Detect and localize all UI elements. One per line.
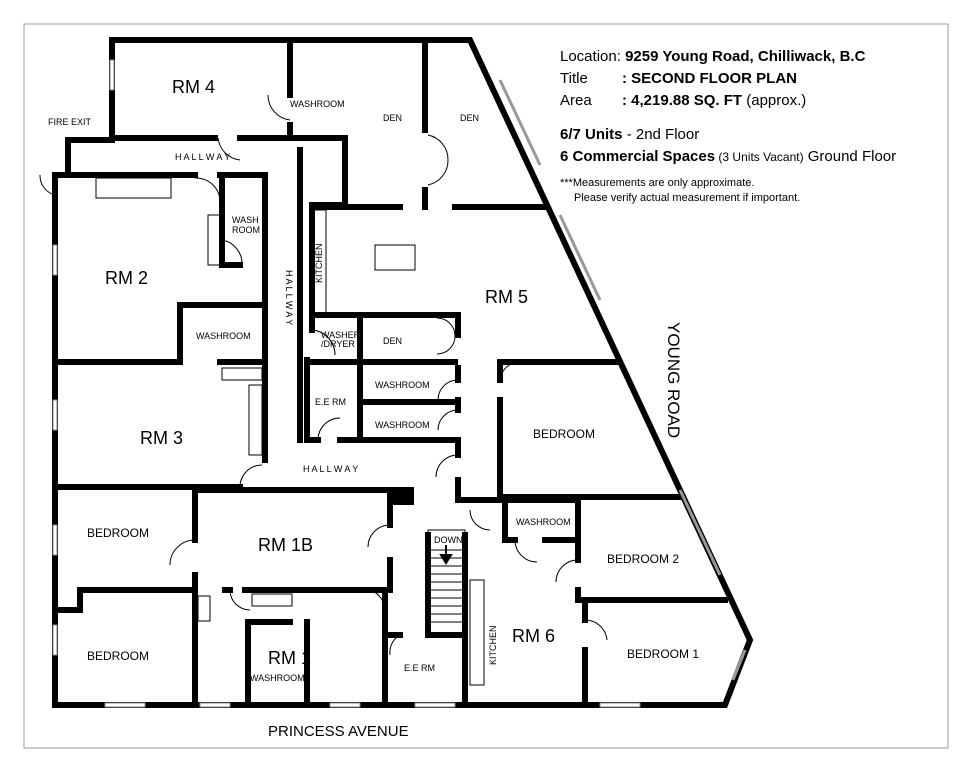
hallway-mid-label: H A L L W A Y <box>303 464 358 474</box>
room-rm6: RM 6 <box>512 626 555 646</box>
location-label: Location: <box>560 48 621 65</box>
room-bedroom-bottom-left: BEDROOM <box>87 649 149 663</box>
room-bedroom-1: BEDROOM 1 <box>627 647 699 661</box>
area-label: Area <box>560 92 592 109</box>
stair-treads <box>430 549 463 623</box>
kitchen-rm6-label: KITCHEN <box>488 625 498 665</box>
windows <box>52 59 747 708</box>
room-den-1: DEN <box>383 113 402 123</box>
title-value: : SECOND FLOOR PLAN <box>622 70 797 87</box>
room-den-2: DEN <box>460 113 479 123</box>
commercial-floor: Ground Floor <box>803 148 897 165</box>
room-den-3: DEN <box>383 336 402 346</box>
page-border <box>23 23 949 749</box>
note-line-1: ***Measurements are only approximate. <box>560 177 755 189</box>
location-value: 9259 Young Road, Chilliwack, B.C <box>625 48 866 65</box>
room-washroom-mid-1: WASHROOM <box>375 380 430 390</box>
washer-label-a: WASHER <box>321 330 361 340</box>
commercial-vacant: (3 Units Vacant) <box>715 150 804 164</box>
area-line: Area : 4,219.88 SQ. FT (approx.) <box>560 90 896 112</box>
title-label: Title <box>560 70 588 87</box>
hallway-vertical-label: H A L L W A Y <box>284 270 294 325</box>
room-washroom-mid-2: WASHROOM <box>375 420 430 430</box>
stairs-down-label: DOWN <box>434 535 463 545</box>
room-rm3: RM 3 <box>140 428 183 448</box>
room-washroom-rm1: WASHROOM <box>250 673 305 683</box>
area-value: : 4,219.88 SQ. FT <box>622 92 743 109</box>
room-rm1: RM 1 <box>268 648 311 668</box>
down-arrow-icon <box>439 545 453 565</box>
room-washroom-top: WASHROOM <box>290 99 345 109</box>
room-washroom-rm6: WASHROOM <box>516 517 571 527</box>
title-line: Title : SECOND FLOOR PLAN <box>560 68 896 90</box>
street-young-road: YOUNG ROAD <box>664 322 683 438</box>
room-washroom-rm2: WASHROOM <box>196 331 251 341</box>
kitchen-rm5-label: KITCHEN <box>314 243 324 283</box>
hallway-top-label: H A L L W A Y <box>175 152 230 162</box>
room-bedroom-left: BEDROOM <box>87 526 149 540</box>
area-suffix: (approx.) <box>746 92 807 109</box>
room-ee-rm-bottom: E.E RM <box>404 663 435 673</box>
fixtures <box>95 177 485 686</box>
room-rm1b: RM 1B <box>258 535 313 555</box>
room-ee-rm-top: E.E RM <box>315 397 346 407</box>
location-line: Location: 9259 Young Road, Chilliwack, B… <box>560 46 896 68</box>
room-rm2: RM 2 <box>105 268 148 288</box>
room-labels: RM 4 WASHROOM DEN DEN FIRE EXIT H A L L … <box>48 77 699 683</box>
plan-info-block: Location: 9259 Young Road, Chilliwack, B… <box>560 46 896 206</box>
washer-label-b: /DRYER <box>321 339 355 349</box>
street-labels: YOUNG ROAD PRINCESS AVENUE <box>268 322 683 740</box>
units-count: 6/7 Units <box>560 126 623 143</box>
walls <box>52 37 754 708</box>
units-line: 6/7 Units - 2nd Floor <box>560 124 896 146</box>
note-line-2: Please verify actual measurement if impo… <box>574 192 801 204</box>
commercial-line: 6 Commercial Spaces (3 Units Vacant) Gro… <box>560 146 896 168</box>
measurement-note: ***Measurements are only approximate. Pl… <box>560 176 896 206</box>
commercial-count: 6 Commercial Spaces <box>560 148 716 165</box>
units-floor: - 2nd Floor <box>622 126 700 143</box>
room-rm4: RM 4 <box>172 77 215 97</box>
street-princess-avenue: PRINCESS AVENUE <box>268 723 409 740</box>
room-rm5: RM 5 <box>485 287 528 307</box>
room-bedroom-rm5: BEDROOM <box>533 427 595 441</box>
room-wash-room-b: ROOM <box>232 225 260 235</box>
doors <box>39 94 608 656</box>
room-bedroom-2: BEDROOM 2 <box>607 552 679 566</box>
fire-exit-label: FIRE EXIT <box>48 117 92 127</box>
room-wash-room-a: WASH <box>232 215 259 225</box>
